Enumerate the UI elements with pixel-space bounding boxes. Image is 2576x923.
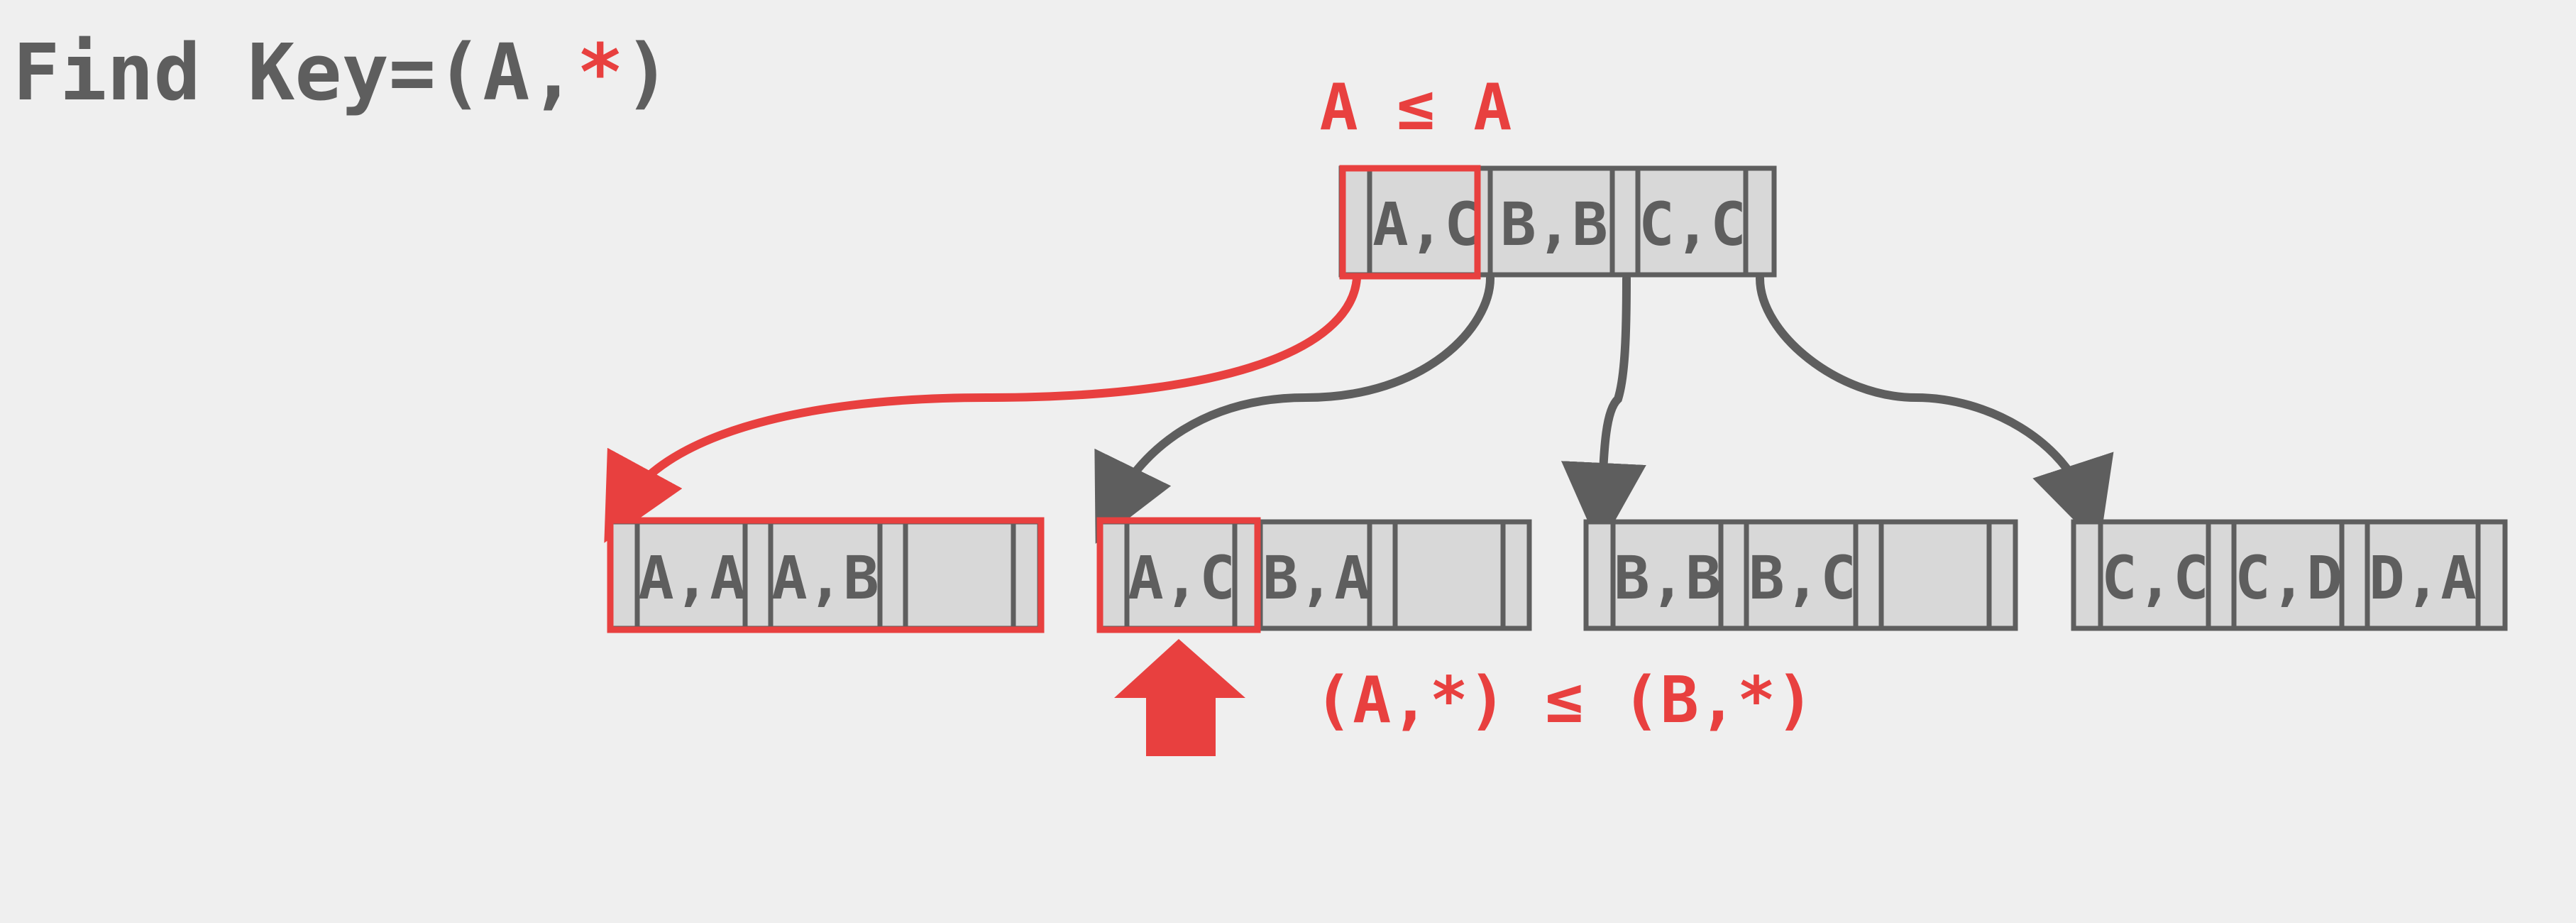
leaf-0-key-1: A,B [771,543,879,613]
root-key-2: C,C [1639,190,1746,259]
query-wildcard: * [577,27,624,118]
edge-root-to-leaf-2 [1561,274,1646,548]
edge-root-to-leaf-1 [1094,274,1495,544]
edge-root-to-leaf-0 [604,274,1361,543]
query-title: Find Key=(A,*) [13,27,671,118]
leaf-1-key-1: B,A [1262,543,1370,613]
root-key-1: B,B [1500,190,1608,259]
scan-cursor-arrow-icon [1114,639,1245,756]
leaf-node-3: C,C C,D D,A [2071,519,2508,631]
leaf-2-key-0: B,B [1614,543,1722,613]
query-title-prefix: Find Key=(A, [13,27,577,118]
tree-edges [604,274,2114,548]
leaf-node-box [2071,519,2508,631]
leaf-comparison-star-1: * [1430,663,1468,738]
leaf-comparison-star-2: * [1737,663,1776,738]
leaf-node-2: B,B B,C [1583,519,2018,631]
root-node: A,C B,B C,C [1338,165,1777,280]
leaf-node-box [1097,519,1532,631]
leaf-3-key-2: D,A [2369,543,2477,613]
leaf-comparison-open: (A, [1314,663,1430,738]
root-comparison-label: A ≤ A [1320,70,1512,145]
leaf-2-key-1: B,C [1749,543,1856,613]
leaf-comparison-close: ) [1776,663,1814,738]
root-key-highlight [1339,165,1481,280]
leaf-node-0: A,A A,B [607,517,1045,633]
leaf-0-highlight [607,517,1045,633]
leaf-3-key-0: C,C [2101,543,2209,613]
leaf-3-key-1: C,D [2235,543,2343,613]
leaf-comparison-mid: ) ≤ (B, [1468,663,1737,738]
leaf-0-key-0: A,A [638,543,746,613]
leaf-1-key-0: A,C [1128,543,1235,613]
leaf-comparison-label: (A,*) ≤ (B,*) [1314,663,1814,738]
leaf-node-1: A,C B,A [1096,517,1532,633]
leaf-node-box [1583,519,2018,631]
query-title-suffix: ) [624,27,671,118]
edge-root-to-leaf-3 [1756,274,2114,547]
root-key-0: A,C [1372,190,1480,259]
leaf-1-key-highlight [1096,517,1261,633]
